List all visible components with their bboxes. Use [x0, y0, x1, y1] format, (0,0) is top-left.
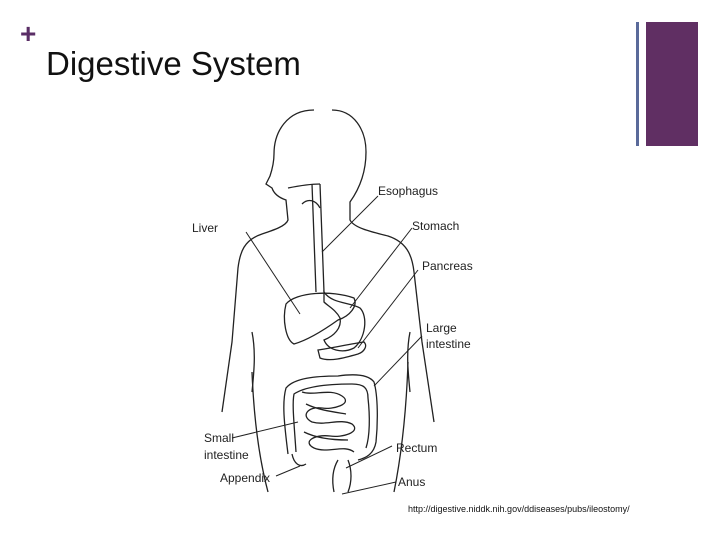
- label-esophagus: Esophagus: [378, 184, 438, 198]
- label-anus: Anus: [398, 475, 425, 489]
- source-url: http://digestive.niddk.nih.gov/ddiseases…: [408, 504, 630, 514]
- label-small-intestine-1: Small: [204, 431, 234, 445]
- leader-lines: [231, 195, 423, 495]
- liver-shape: [283, 292, 356, 345]
- small-intestine-shape: [301, 391, 356, 453]
- label-rectum: Rectum: [396, 441, 437, 455]
- slide-title: Digestive System: [46, 45, 301, 82]
- body-outline: [221, 109, 435, 493]
- rectum-shape: [332, 459, 352, 493]
- label-liver: Liver: [192, 221, 218, 235]
- pancreas-shape: [317, 341, 367, 361]
- label-large-intestine-1: Large: [426, 321, 457, 335]
- label-small-intestine-2: intestine: [204, 448, 249, 462]
- stomach-shape: [323, 289, 366, 352]
- appendix-shape: [291, 453, 307, 467]
- esophagus-shape: [287, 183, 325, 293]
- large-intestine-inner: [292, 383, 370, 453]
- label-pancreas: Pancreas: [422, 259, 473, 273]
- decorative-bar-purple: [646, 22, 698, 146]
- plus-icon: +: [20, 18, 37, 49]
- label-appendix: Appendix: [220, 471, 270, 485]
- label-large-intestine-2: intestine: [426, 337, 471, 351]
- decorative-bar-thin: [636, 22, 639, 146]
- large-intestine-shape: [283, 374, 378, 461]
- digestive-system-diagram: Esophagus Liver Stomach Pancreas Large i…: [192, 109, 473, 495]
- label-stomach: Stomach: [412, 219, 459, 233]
